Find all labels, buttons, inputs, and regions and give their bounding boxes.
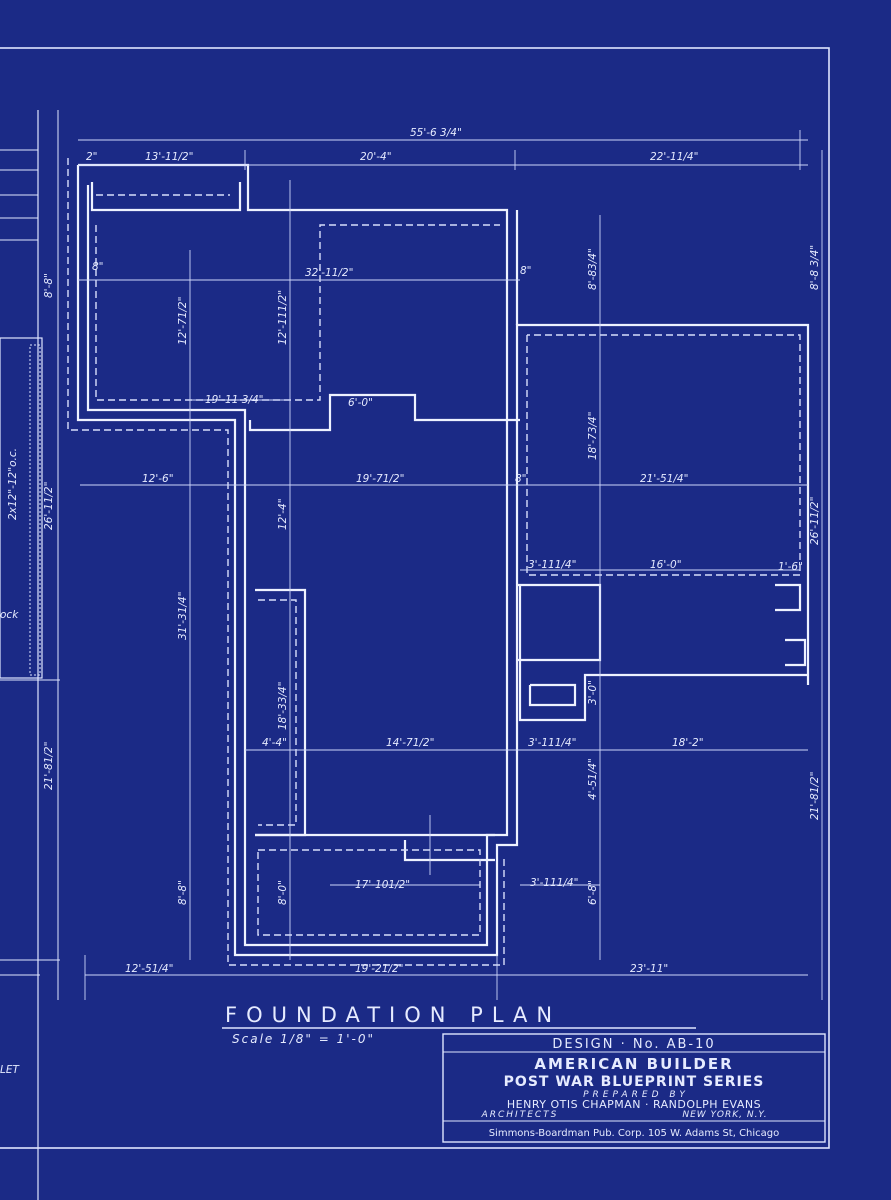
dim-4-5: 4'-51/4" <box>587 758 599 800</box>
left-dim-26: 26'-11/2" <box>43 482 55 530</box>
dim-3-11-c: 3'-111/4" <box>530 877 578 889</box>
dim-8-0: 8'-0" <box>277 880 289 905</box>
design-number: DESIGN · No. AB-10 <box>552 1037 715 1052</box>
left-spacing-note: 2x12"-12"o.c. <box>7 448 19 520</box>
dim-18-7: 18'-73/4" <box>587 412 599 460</box>
left-label-outlet: LET <box>0 1064 20 1076</box>
dim-12-7: 12'-71/2" <box>177 297 189 345</box>
dim-12-11: 12'-111/2" <box>277 290 289 345</box>
drawing-scale: Scale 1/8" = 1'-0" <box>232 1032 375 1046</box>
dim-19-2: 19'-21/2" <box>355 963 403 975</box>
dim-6-8: 6'-8" <box>587 880 599 905</box>
dim-8-b: 8" <box>520 265 532 277</box>
dim-18-3: 18'-33/4" <box>277 682 289 730</box>
foundation-walls <box>76 163 810 957</box>
series-line-2: POST WAR BLUEPRINT SERIES <box>504 1074 765 1090</box>
dim-14-7: 14'-71/2" <box>386 737 434 749</box>
dim-17-10: 17'-101/2" <box>355 879 410 891</box>
drawing-title: FOUNDATION PLAN <box>225 1003 561 1027</box>
dim-3-11-b: 3'-111/4" <box>528 737 576 749</box>
footing-dashed-lines <box>67 158 801 966</box>
architects-names: HENRY OTIS CHAPMAN · RANDOLPH EVANS <box>507 1098 761 1111</box>
dim-12-4: 12'-4" <box>277 498 289 530</box>
left-dim-21: 21'-81/2" <box>43 742 55 790</box>
dim-8-a: 8" <box>92 261 104 273</box>
dim-top-13: 13'-11/2" <box>145 151 193 163</box>
series-line-1: AMERICAN BUILDER <box>534 1055 733 1073</box>
dim-4-4: 4'-4" <box>262 737 287 749</box>
dim-top-2: 2" <box>86 151 98 163</box>
dim-26-right: 26'-11/2" <box>809 497 821 545</box>
dim-8-8-inner: 8'-83/4" <box>587 248 599 290</box>
left-dim-8-8: 8'-8" <box>43 273 55 298</box>
publisher: Simmons-Boardman Pub. Corp. 105 W. Adams… <box>489 1128 780 1139</box>
location: NEW YORK, N.Y. <box>682 1110 767 1120</box>
dim-3-0: 3'-0" <box>587 680 599 705</box>
dimension-lines <box>78 130 823 1000</box>
dim-8-c: 8" <box>515 473 527 485</box>
dim-8-8-right: 8'-8 3/4" <box>809 245 821 290</box>
dim-3-11-a: 3'-111/4" <box>528 559 576 571</box>
dim-18-2: 18'-2" <box>672 737 704 749</box>
dimension-texts: 55'-6 3/4" 2" 13'-11/2" 20'-4" 22'-11/4"… <box>86 127 821 975</box>
left-partial-drawing: 8'-8" 26'-11/2" 21'-81/2" 2x12"-12"o.c. … <box>0 110 60 1200</box>
dim-21-8-right: 21'-81/2" <box>809 772 821 820</box>
architects-label: ARCHITECTS <box>481 1110 559 1120</box>
dim-31-3: 31'-31/4" <box>177 592 189 640</box>
sheet-border <box>0 47 830 1149</box>
dim-8-8: 8'-8" <box>177 880 189 905</box>
dim-21-5: 21'-51/4" <box>640 473 688 485</box>
dim-top-20: 20'-4" <box>360 151 392 163</box>
dim-19-7: 19'-71/2" <box>356 473 404 485</box>
dim-12-5: 12'-51/4" <box>125 963 173 975</box>
dim-23-11: 23'-11" <box>630 963 668 975</box>
title-block: DESIGN · No. AB-10 AMERICAN BUILDER POST… <box>442 1033 826 1143</box>
dim-19-11: 19'-11 3/4" <box>205 394 263 406</box>
left-label-block: ock <box>0 609 19 621</box>
dim-16-0: 16'-0" <box>650 559 682 571</box>
prepared-by: PREPARED BY <box>583 1090 689 1100</box>
dim-overall-width: 55'-6 3/4" <box>410 127 462 139</box>
dim-12-6: 12'-6" <box>142 473 174 485</box>
dim-top-22: 22'-11/4" <box>650 151 698 163</box>
dim-32: 32'-11/2" <box>305 267 353 279</box>
dim-6-0: 6'-0" <box>348 397 373 409</box>
dim-1-6: 1'-6" <box>778 561 803 573</box>
